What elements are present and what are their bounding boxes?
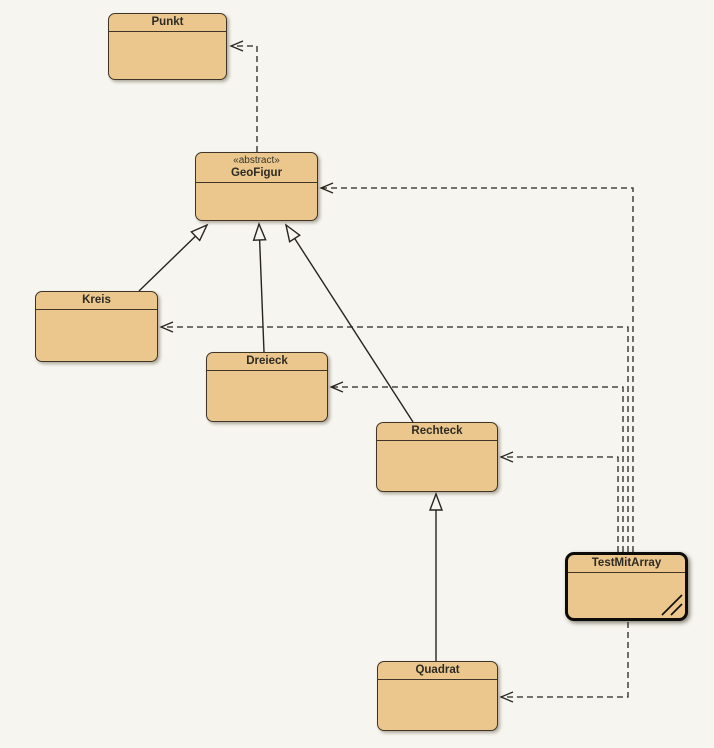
class-title: Dreieck (207, 353, 327, 371)
dependency-testmitarray-rechteck[interactable] (499, 451, 619, 552)
class-title: «abstract» GeoFigur (196, 153, 317, 183)
class-box-rechteck[interactable]: Rechteck (376, 422, 498, 492)
class-title: Punkt (109, 14, 226, 32)
class-box-dreieck[interactable]: Dreieck (206, 352, 328, 422)
class-name: TestMitArray (591, 557, 662, 569)
class-body (109, 32, 226, 97)
class-body (196, 183, 317, 250)
class-body (377, 441, 497, 509)
class-body (36, 310, 157, 379)
class-name: Quadrat (415, 664, 460, 676)
class-name: GeoFigur (230, 167, 283, 179)
class-box-quadrat[interactable]: Quadrat (377, 661, 498, 731)
class-box-kreis[interactable]: Kreis (35, 291, 158, 362)
class-title: Rechteck (377, 423, 497, 441)
class-box-punkt[interactable]: Punkt (108, 13, 227, 80)
class-name: Punkt (151, 16, 184, 28)
class-title: Quadrat (378, 662, 497, 680)
class-name: Kreis (82, 294, 111, 306)
class-box-geofigur[interactable]: «abstract» GeoFigur (195, 152, 318, 221)
class-stereotype: «abstract» (233, 155, 280, 166)
class-title: Kreis (36, 292, 157, 310)
class-body (378, 680, 497, 748)
class-name: Dreieck (246, 355, 288, 367)
class-box-testmitarray[interactable]: TestMitArray (565, 552, 688, 621)
class-name: Rechteck (411, 425, 463, 437)
class-title: TestMitArray (568, 555, 685, 573)
dependency-geofigur-punkt[interactable] (229, 40, 258, 152)
class-body (207, 371, 327, 439)
corner-hatch-icon (661, 594, 683, 616)
